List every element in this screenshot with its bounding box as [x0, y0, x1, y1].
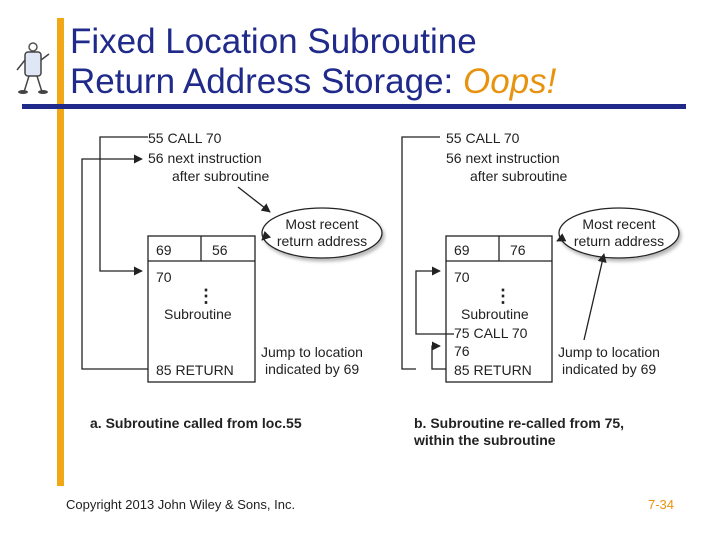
panel-a-call-arrow: [99, 136, 148, 276]
title-underline-bar: [22, 104, 686, 109]
panel-a-bubble-line-2: return address: [277, 233, 367, 249]
panel-b-bubble: [558, 207, 680, 259]
panel-a-cell-right: 56: [212, 242, 228, 258]
panel-b-subroutine-label: Subroutine: [461, 306, 529, 322]
accent-vertical-bar: [57, 18, 64, 486]
panel-b-jump-line-2: indicated by 69: [562, 361, 656, 377]
panel-b-return-path-arrow: [431, 341, 446, 370]
panel-a-return-path-arrow: [81, 154, 148, 370]
panel-b-next-addr: 76: [454, 343, 470, 359]
panel-a-dots: ⋮: [197, 286, 215, 306]
panel-b-caption-line-2: within the subroutine: [413, 432, 556, 448]
panel-a-bubble-line-1: Most recent: [285, 216, 358, 232]
panel-b-call-arrow: [415, 266, 454, 335]
panel-b-jump-arrow: [583, 253, 607, 341]
panel-b: 55 CALL 70 56 next instruction after sub…: [401, 130, 680, 448]
title-accent: Oops!: [463, 62, 557, 101]
title-line-1: Fixed Location Subroutine: [70, 22, 477, 61]
panel-a-call-line-1: 55 CALL 70: [148, 130, 222, 146]
panel-a-caption: a. Subroutine called from loc.55: [90, 415, 302, 431]
panel-b-recall-line: 75 CALL 70: [454, 325, 528, 341]
panel-b-return-line: 85 RETURN: [454, 362, 532, 378]
panel-b-caption-line-1: b. Subroutine re-called from 75,: [414, 415, 624, 431]
panel-b-call-line-3: after subroutine: [470, 168, 567, 184]
copyright-footer: Copyright 2013 John Wiley & Sons, Inc.: [66, 497, 296, 512]
panel-b-call-line-1: 55 CALL 70: [446, 130, 520, 146]
panel-a-call-line-3: after subroutine: [172, 168, 269, 184]
page-number: 7-34: [648, 497, 675, 512]
panel-b-store-arrow: [556, 233, 567, 242]
panel-a-subroutine-label: Subroutine: [164, 306, 232, 322]
panel-b-call-line-2: 56 next instruction: [446, 150, 560, 166]
panel-b-bubble-line-2: return address: [574, 233, 664, 249]
panel-b-outer-loop: [401, 136, 440, 370]
mascot-icon: [16, 42, 50, 94]
panel-a-return-line: 85 RETURN: [156, 362, 234, 378]
panel-a-jump-line-1: Jump to location: [261, 344, 363, 360]
title-line-2-prefix: Return Address Storage:: [70, 62, 463, 101]
panel-a-jump-line-2: indicated by 69: [265, 361, 359, 377]
panel-a-start-addr: 70: [156, 269, 172, 285]
panel-b-bubble-line-1: Most recent: [582, 216, 655, 232]
slide-title: Fixed Location Subroutine Return Address…: [70, 22, 556, 102]
title-line-2: Return Address Storage: Oops!: [70, 62, 556, 102]
panel-a-cell-left: 69: [156, 242, 172, 258]
panel-b-start-addr: 70: [454, 269, 470, 285]
panel-b-jump-line-1: Jump to location: [558, 344, 660, 360]
panel-a-bubble-arrow: [261, 230, 272, 241]
panel-b-cell-left: 69: [454, 242, 470, 258]
panel-a: 55 CALL 70 56 next instruction after sub…: [81, 130, 383, 431]
panel-b-dots: ⋮: [494, 286, 512, 306]
panel-a-call-line-2: 56 next instruction: [148, 150, 262, 166]
panel-a-store-arrow: [237, 186, 271, 213]
panel-b-cell-right: 76: [510, 242, 526, 258]
